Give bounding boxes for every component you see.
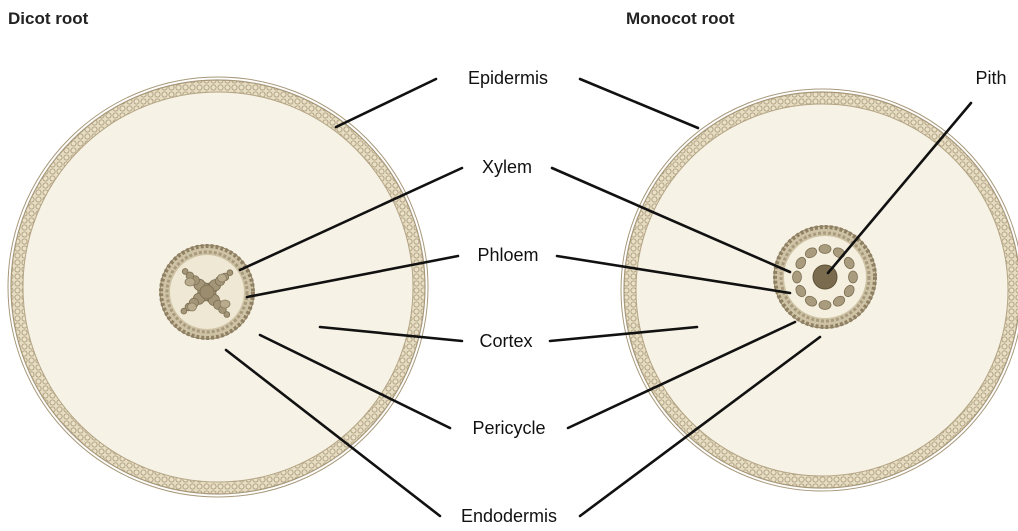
monocot-vascular-cell xyxy=(819,245,831,254)
epidermis-label: Epidermis xyxy=(468,68,548,88)
endodermis-label: Endodermis xyxy=(461,506,557,526)
pericycle-label: Pericycle xyxy=(472,418,545,438)
monocot-root-title: Monocot root xyxy=(626,9,735,28)
epidermis-line-left xyxy=(336,79,436,127)
xylem-label: Xylem xyxy=(482,157,532,177)
dicot-root-title: Dicot root xyxy=(8,9,89,28)
monocot-vascular-cell xyxy=(793,271,802,283)
monocot-root xyxy=(621,89,1018,491)
phloem-label: Phloem xyxy=(477,245,538,265)
monocot-pith xyxy=(813,265,837,289)
dicot-xylem-core xyxy=(200,285,214,299)
dicot-xylem-cell xyxy=(224,312,230,318)
epidermis-line-right xyxy=(580,79,698,128)
cortex-label: Cortex xyxy=(479,331,532,351)
dicot-xylem-cell xyxy=(181,308,187,314)
dicot-xylem-cell xyxy=(182,269,188,275)
monocot-vascular-cell xyxy=(819,301,831,310)
pith-label: Pith xyxy=(975,68,1006,88)
dicot-xylem-cell xyxy=(227,270,233,276)
monocot-vascular-cell xyxy=(849,271,858,283)
dicot-root xyxy=(8,77,428,497)
